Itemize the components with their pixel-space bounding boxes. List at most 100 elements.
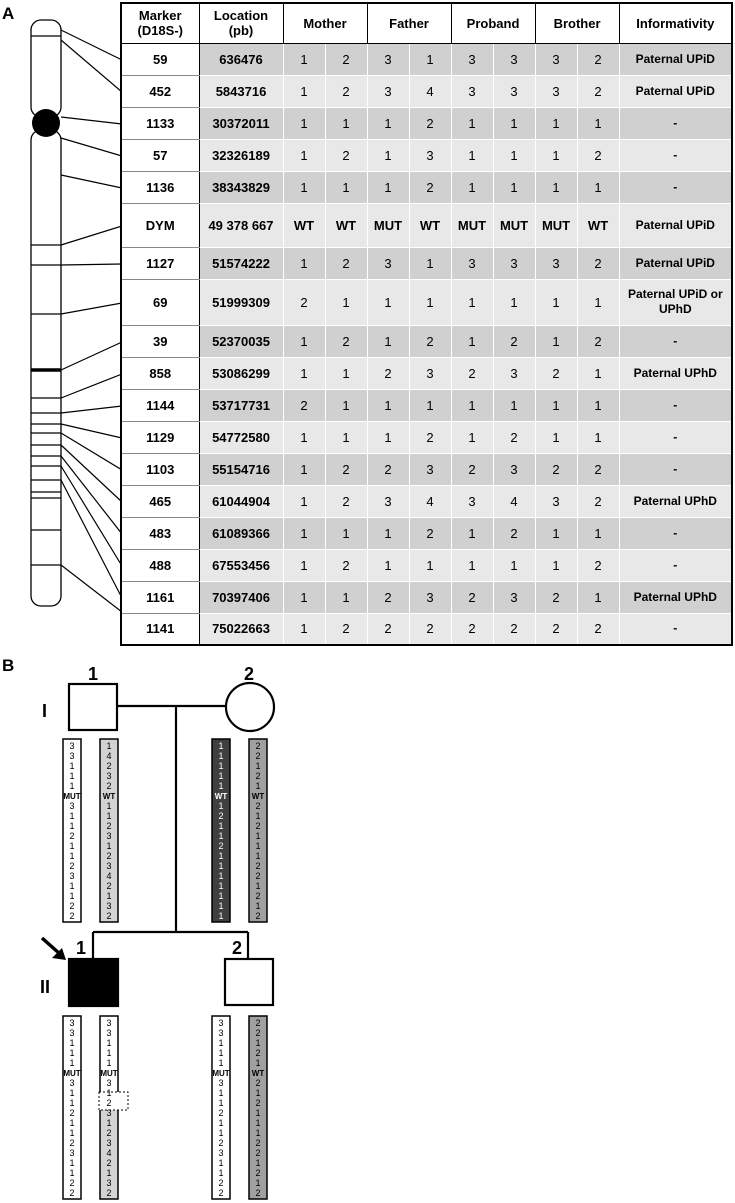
- allele-cell: 1: [324, 170, 368, 204]
- allele-label: WT: [103, 792, 116, 801]
- informativity-cell: Paternal UPiD: [618, 74, 733, 108]
- allele-label: 2: [218, 1138, 223, 1148]
- allele-label: 1: [218, 891, 223, 901]
- allele-cell: 2: [324, 612, 368, 646]
- allele-label: 1: [106, 1168, 111, 1178]
- allele-label: MUT: [63, 792, 80, 801]
- allele-label: 1: [69, 1038, 74, 1048]
- allele-cell: 2: [324, 246, 368, 280]
- allele-cell: 3: [450, 42, 494, 76]
- allele-label: 2: [255, 1188, 260, 1198]
- allele-cell: 1: [450, 138, 494, 172]
- marker-connector-line: [60, 423, 122, 439]
- proband-symbol: [67, 957, 120, 1008]
- allele-label: 2: [69, 1138, 74, 1148]
- allele-cell: 4: [492, 484, 536, 518]
- marker-cell: 69: [120, 278, 200, 326]
- allele-label: 2: [255, 871, 260, 881]
- allele-cell: 1: [450, 324, 494, 358]
- allele-label: 2: [69, 1178, 74, 1188]
- allele-cell: 1: [366, 278, 410, 326]
- allele-cell: 1: [534, 170, 578, 204]
- allele-label: 3: [69, 871, 74, 881]
- marker-cell: 1136: [120, 170, 200, 204]
- allele-label: 3: [69, 1028, 74, 1038]
- allele-label: 2: [218, 811, 223, 821]
- allele-cell: 1: [492, 278, 536, 326]
- allele-cell: 3: [408, 356, 452, 390]
- allele-cell: 2: [576, 548, 620, 582]
- allele-cell: 2: [492, 324, 536, 358]
- allele-label: 1: [218, 1158, 223, 1168]
- informativity-cell: -: [618, 452, 733, 486]
- allele-cell: 1: [282, 452, 326, 486]
- marker-cell: 1141: [120, 612, 200, 646]
- allele-label: 1: [69, 1168, 74, 1178]
- allele-cell: 1: [282, 138, 326, 172]
- allele-label: 1: [255, 761, 260, 771]
- allele-label: 2: [106, 881, 111, 891]
- location-cell: 53086299: [198, 356, 284, 390]
- allele-label: 2: [255, 861, 260, 871]
- allele-label: 1: [218, 901, 223, 911]
- allele-cell: 1: [408, 246, 452, 280]
- allele-cell: 2: [408, 420, 452, 454]
- panel-a-label: A: [2, 4, 15, 23]
- generation-label-i: I: [42, 701, 47, 721]
- allele-label: 1: [218, 771, 223, 781]
- allele-cell: 2: [324, 74, 368, 108]
- informativity-cell: Paternal UPhD: [618, 356, 733, 390]
- allele-label: 1: [69, 1088, 74, 1098]
- allele-cell: 2: [534, 580, 578, 614]
- allele-label: 4: [106, 1148, 111, 1158]
- allele-cell: 1: [366, 106, 410, 140]
- marker-connector-line: [60, 373, 122, 399]
- allele-label: 1: [218, 831, 223, 841]
- allele-cell: 1: [534, 548, 578, 582]
- marker-cell: 1129: [120, 420, 200, 454]
- allele-label: 2: [255, 891, 260, 901]
- header-marker: Marker(D18S-): [120, 2, 200, 44]
- allele-label: 1: [218, 851, 223, 861]
- allele-cell: 1: [282, 356, 326, 390]
- allele-label: 2: [106, 1098, 111, 1108]
- location-cell: 52370035: [198, 324, 284, 358]
- allele-cell: 2: [492, 420, 536, 454]
- allele-label: 1: [255, 811, 260, 821]
- allele-label: WT: [252, 1069, 265, 1078]
- allele-label: 3: [69, 801, 74, 811]
- allele-label: 2: [255, 741, 260, 751]
- informativity-cell: -: [618, 516, 733, 550]
- allele-label: 1: [218, 761, 223, 771]
- allele-cell: 1: [324, 278, 368, 326]
- location-cell: 51574222: [198, 246, 284, 280]
- allele-cell: 4: [408, 484, 452, 518]
- allele-label: 2: [69, 911, 74, 921]
- allele-label: 1: [69, 851, 74, 861]
- allele-cell: 2: [366, 612, 410, 646]
- allele-cell: MUT: [492, 202, 536, 248]
- allele-cell: 3: [492, 452, 536, 486]
- location-cell: 51999309: [198, 278, 284, 326]
- chromosome-18-ideogram: [30, 19, 122, 613]
- marker-cell: 488: [120, 548, 200, 582]
- location-cell: 54772580: [198, 420, 284, 454]
- marker-cell: 1127: [120, 246, 200, 280]
- allele-cell: 1: [366, 138, 410, 172]
- allele-label: 3: [69, 751, 74, 761]
- allele-label: 1: [255, 1088, 260, 1098]
- allele-cell: 2: [450, 452, 494, 486]
- allele-cell: 1: [408, 388, 452, 422]
- brother-number: 2: [232, 938, 242, 958]
- allele-label: 1: [218, 741, 223, 751]
- allele-label: 2: [69, 1108, 74, 1118]
- allele-label: 3: [69, 1018, 74, 1028]
- allele-cell: 3: [366, 74, 410, 108]
- allele-cell: 1: [534, 106, 578, 140]
- allele-label: 1: [106, 1118, 111, 1128]
